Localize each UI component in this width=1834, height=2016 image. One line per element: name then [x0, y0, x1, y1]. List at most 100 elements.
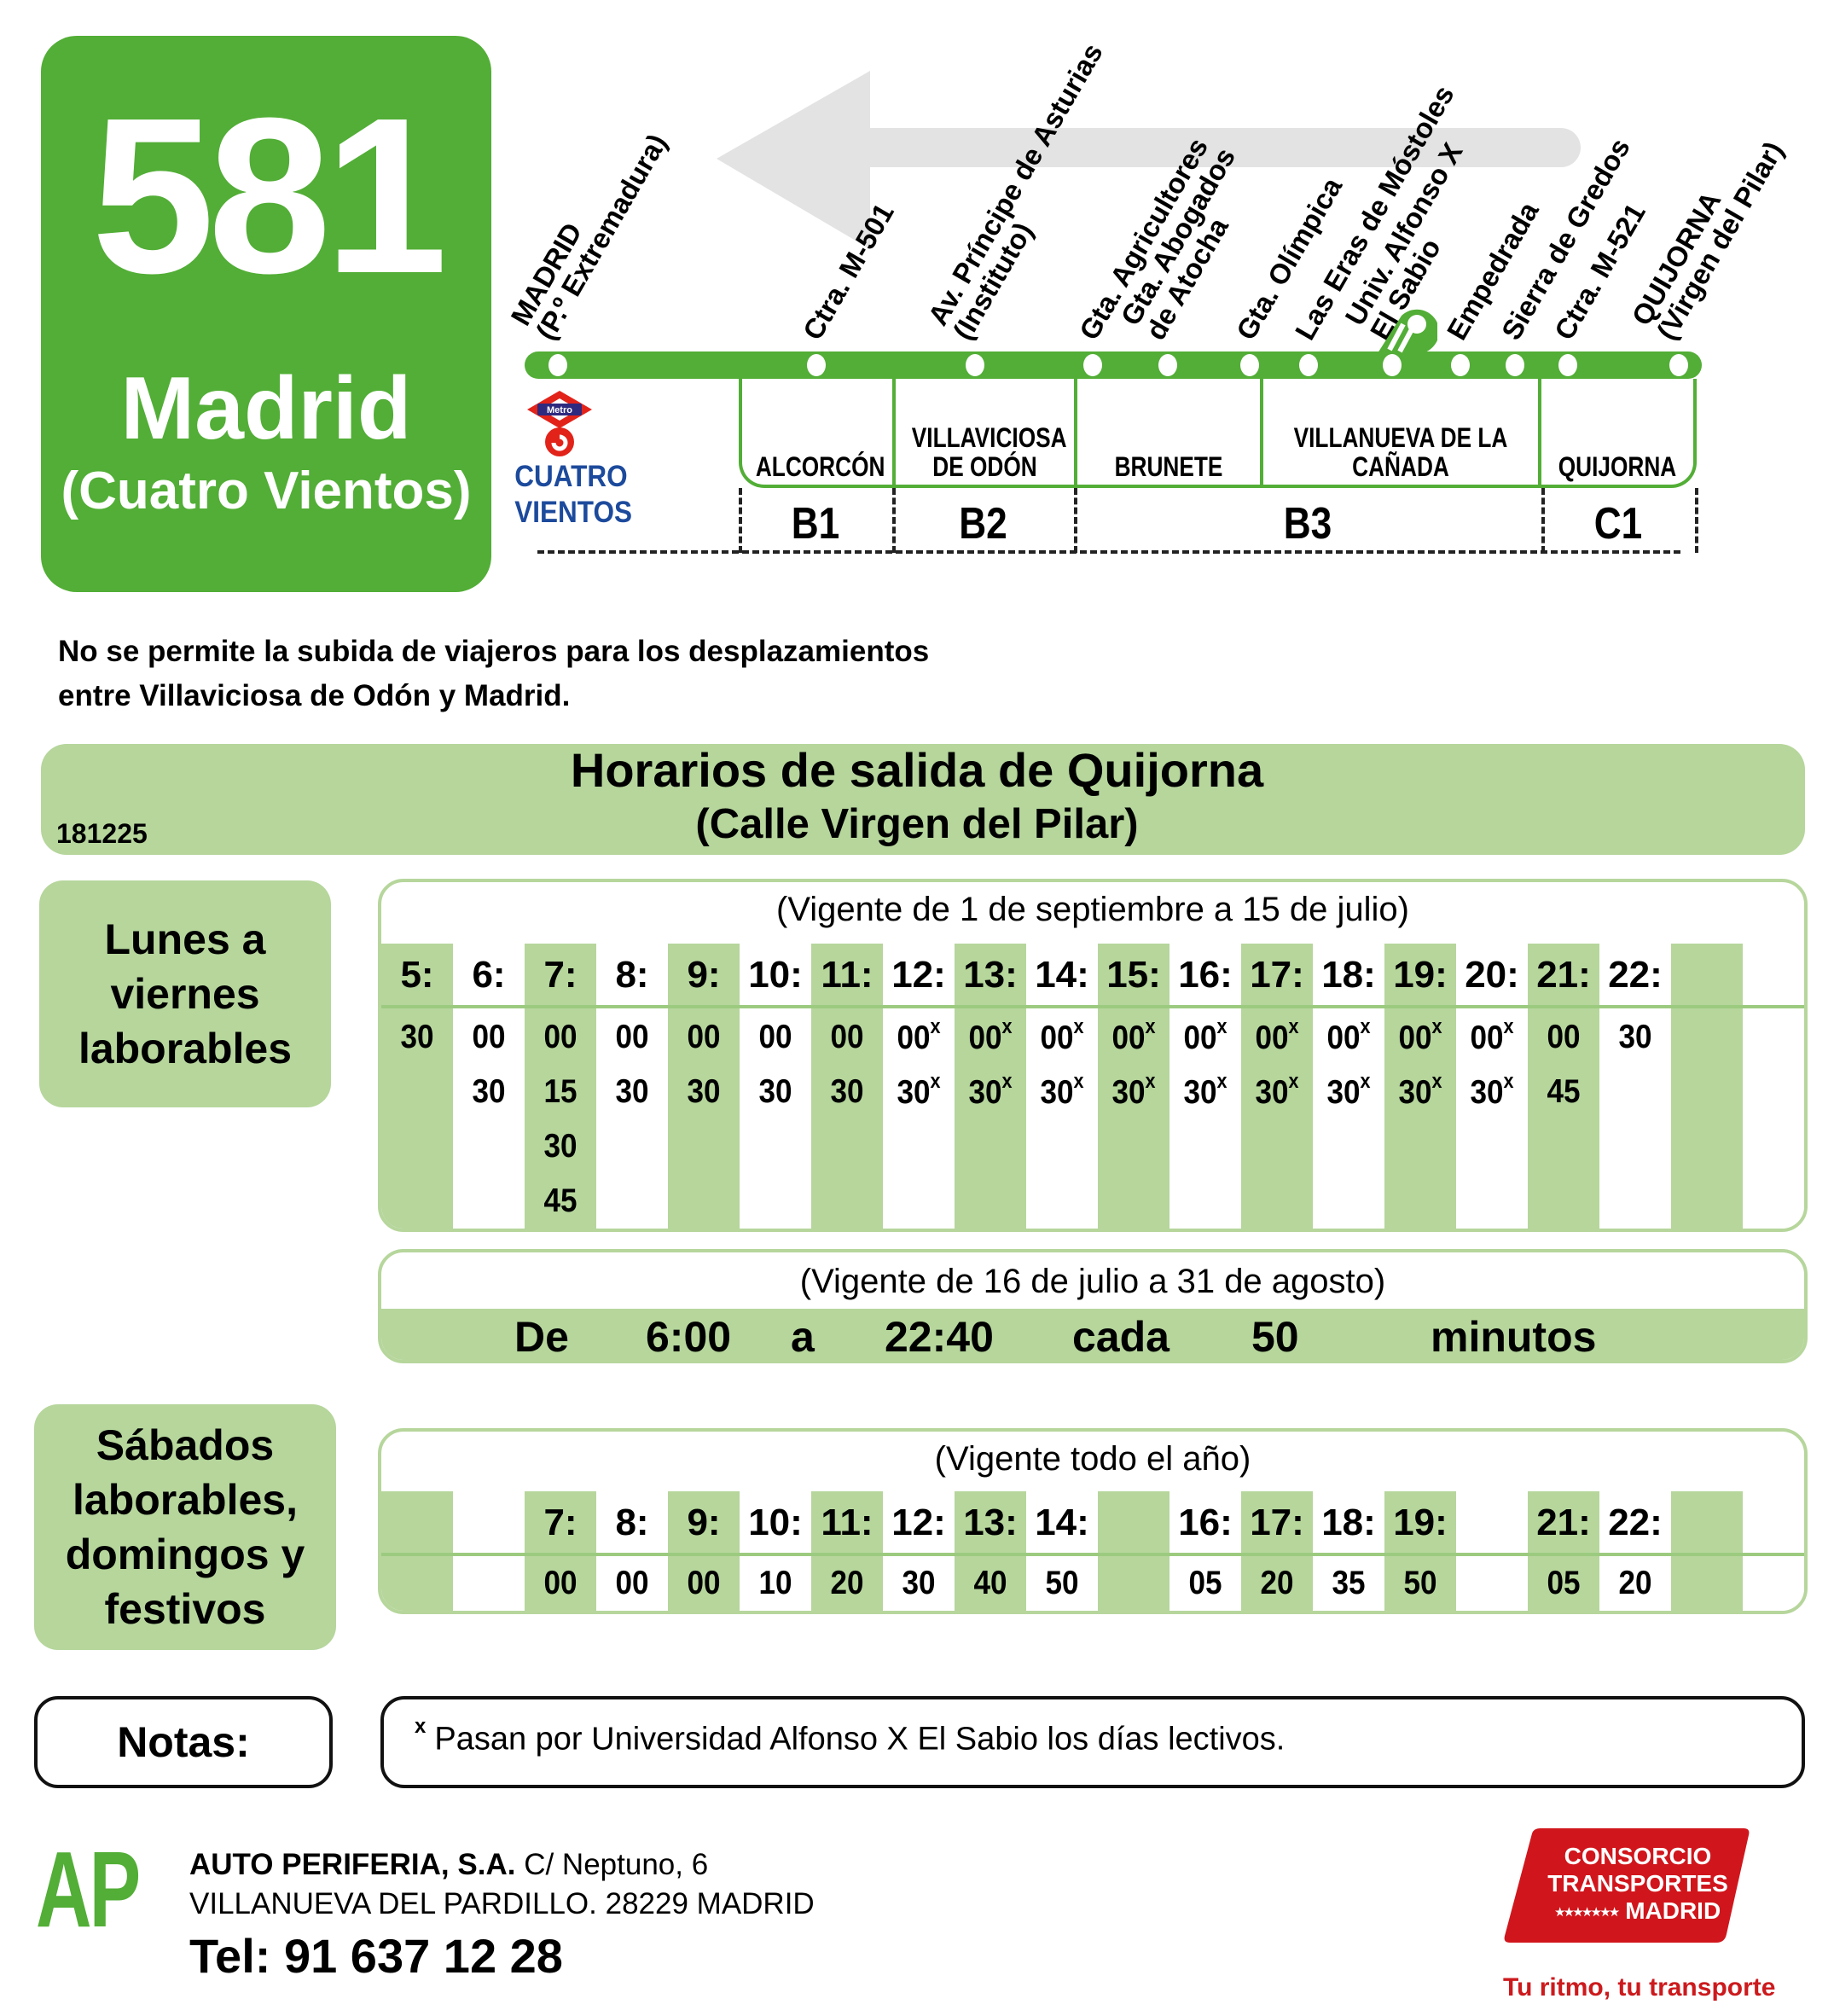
departure-minute: 30	[543, 1128, 577, 1165]
departure-minute: 00	[758, 1019, 792, 1055]
stop-dot	[1158, 354, 1177, 376]
departure-minute: 30x	[968, 1070, 1013, 1111]
university-mark: x	[1145, 1070, 1156, 1093]
departure-minute: 35	[1332, 1565, 1366, 1601]
timetable-column: 13: 40	[955, 1491, 1026, 1611]
company-city: VILLANUEVA DEL PARDILLO. 28229 MADRID	[189, 1887, 815, 1920]
departure-minute: 30x	[1111, 1070, 1156, 1111]
departure-minute: 00	[687, 1019, 721, 1055]
departure-minute: 45	[1547, 1073, 1581, 1110]
hour-label: 22:	[1608, 954, 1663, 996]
hour-label: 6:	[472, 954, 506, 996]
hour-label: 21:	[1536, 954, 1591, 996]
schedule-title: Horarios de salida de Quijorna	[570, 743, 1264, 797]
timetable-column: 17:20	[1241, 1491, 1313, 1611]
hour-label: 9:	[687, 954, 721, 996]
university-mark: x	[1503, 1015, 1514, 1038]
hour-label: 15:	[1106, 954, 1161, 996]
municipality-name: ALCORCÓN	[755, 451, 885, 482]
timetable-column	[1743, 1491, 1804, 1611]
departure-minute: 30x	[1183, 1070, 1228, 1111]
timetable-column: 11:20	[811, 1491, 883, 1611]
weekend-label: Sábados laborables, domingos y festivos	[65, 1421, 305, 1633]
zone-divider	[892, 488, 896, 553]
university-mark: x	[1431, 1070, 1442, 1093]
line-destination: Madrid	[120, 359, 412, 458]
hour-label: 19:	[1393, 954, 1448, 996]
operator-logo: AP	[36, 1829, 141, 1949]
departure-minute: 00x	[1255, 1015, 1299, 1056]
departure-minute: 00x	[1040, 1015, 1084, 1056]
timetable-column	[453, 1491, 525, 1611]
hour-label: 19:	[1393, 1502, 1448, 1543]
hour-label: 13:	[963, 1502, 1018, 1543]
timetable-column: 5:30	[381, 944, 453, 1229]
hour-label: 10:	[748, 1502, 803, 1543]
fare-zone-code: B3	[1283, 499, 1332, 549]
ctm-line-3: ★★★★★★★ MADRID	[1540, 1897, 1736, 1926]
departure-minute: 30	[830, 1073, 864, 1110]
schedule-code: 181225	[56, 818, 148, 849]
ctm-slogan: Tu ritmo, tu transporte	[1503, 1973, 1776, 2001]
weekday-label-box: Lunes a viernes laborables	[39, 880, 331, 1107]
zone-divider	[1695, 488, 1698, 553]
departure-minute: 05	[1188, 1565, 1222, 1601]
municipality-box: VILLANUEVA DE LA CAÑADA	[1260, 379, 1541, 488]
stop-dot	[807, 354, 826, 376]
university-mark: x	[930, 1015, 941, 1038]
university-mark: x	[1216, 1015, 1228, 1038]
departure-minute: 40	[973, 1565, 1007, 1601]
university-mark: x	[1001, 1070, 1013, 1093]
hour-label: 16:	[1178, 954, 1233, 996]
departure-minute: 45	[543, 1182, 577, 1219]
line-badge: 581 Madrid (Cuatro Vientos)	[41, 36, 491, 592]
zone-bottom-dashed-line	[537, 550, 1680, 554]
timetable-column: 14:50	[1026, 1491, 1098, 1611]
notice-line-1: No se permite la subida de viajeros para…	[58, 635, 930, 668]
notice-line-2: entre Villaviciosa de Odón y Madrid.	[58, 679, 571, 712]
ctm-madrid: MADRID	[1625, 1897, 1721, 1924]
line-destination-sub: (Cuatro Vientos)	[61, 462, 472, 520]
summer-frequency-word: cada	[1072, 1313, 1169, 1361]
ctm-logo-background	[1504, 1828, 1750, 1943]
hour-label: 8:	[615, 1502, 649, 1543]
stop-label: QUIJORNA(Virgen del Pilar)	[1625, 136, 1790, 346]
municipality-name: VILLANUEVA DE LA CAÑADA	[1293, 422, 1508, 482]
timetable-column	[1671, 944, 1743, 1229]
company-name: AUTO PERIFERIA, S.A.	[189, 1848, 516, 1881]
svg-text:Metro: Metro	[547, 405, 572, 415]
university-mark: x	[1360, 1070, 1371, 1093]
weekday-winter-caption: (Vigente de 1 de septiembre a 15 de juli…	[776, 891, 1409, 928]
departure-minute: 00x	[1326, 1015, 1371, 1056]
departure-minute: 20	[830, 1565, 864, 1601]
timetable-column: 10:10	[740, 1491, 811, 1611]
university-mark: x	[930, 1070, 941, 1093]
weekend-label-box: Sábados laborables, domingos y festivos	[34, 1404, 336, 1650]
departure-minute: 30	[758, 1073, 792, 1110]
stop-dot	[1383, 354, 1402, 376]
company-phone: Tel: 91 637 12 28	[189, 1929, 563, 1983]
departure-minute: 15	[543, 1073, 577, 1110]
stop-dot	[1299, 354, 1318, 376]
departure-minute: 30	[902, 1565, 936, 1601]
university-mark: x	[1145, 1015, 1156, 1038]
timetable-column: 19:50	[1384, 1491, 1456, 1611]
company-info: AUTO PERIFERIA, S.A. C/ Neptuno, 6 VILLA…	[189, 1845, 815, 1924]
hour-label: 20:	[1465, 954, 1519, 996]
departure-minute: 00x	[968, 1015, 1013, 1056]
university-mark: x	[1288, 1015, 1299, 1038]
departure-minute: 05	[1547, 1565, 1581, 1601]
departure-minute: 00	[615, 1019, 649, 1055]
hour-label: 11:	[821, 954, 873, 996]
departure-minute: 00	[687, 1565, 721, 1601]
notes-mark: x	[415, 1715, 427, 1738]
hour-label: 12:	[891, 1502, 946, 1543]
departure-minute: 00x	[1111, 1015, 1156, 1056]
